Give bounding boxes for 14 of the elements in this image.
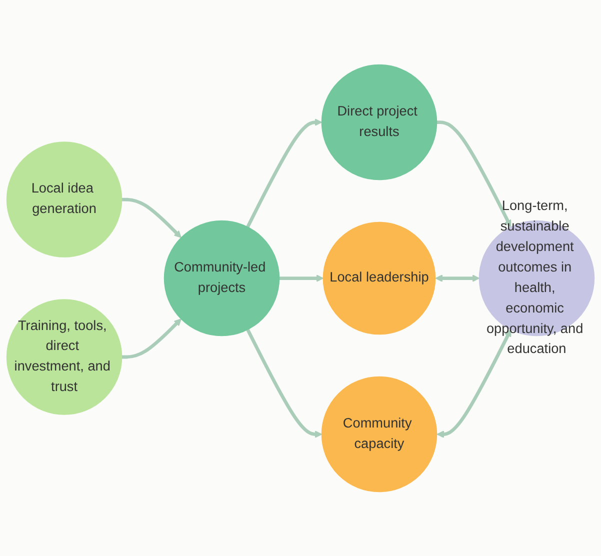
node-circle: Local leadership — [322, 222, 436, 334]
node-circle: Community capacity — [321, 376, 438, 492]
arrow — [246, 328, 322, 438]
node-circle: Local idea generation — [6, 141, 122, 258]
arrow — [436, 328, 512, 438]
arrow — [279, 274, 324, 282]
arrow — [122, 198, 182, 238]
arrow — [246, 118, 322, 228]
node-circle: Direct project results — [321, 64, 438, 180]
arrow — [435, 274, 480, 282]
arrow — [122, 318, 182, 358]
node-circle: Community-led projects — [164, 220, 280, 336]
arrow — [436, 120, 512, 228]
node-circle: Training, tools, direct investment, and trust — [6, 298, 122, 415]
